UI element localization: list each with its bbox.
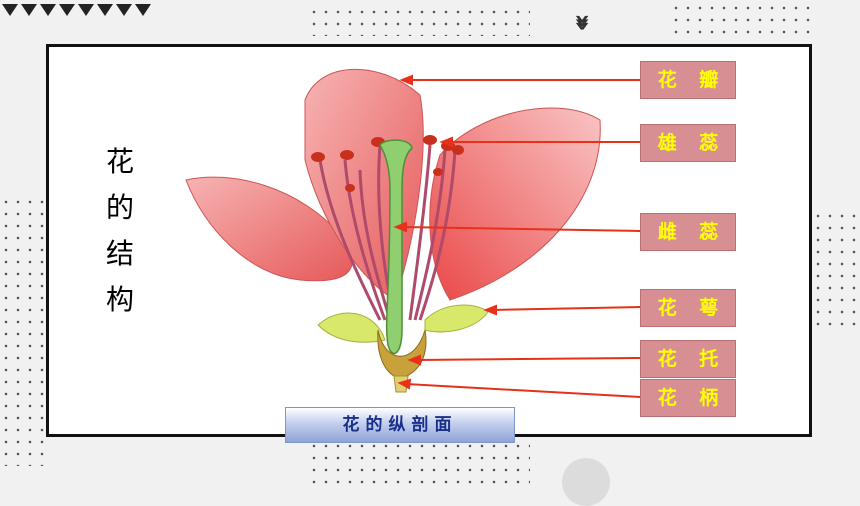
flower-cross-section-illustration xyxy=(185,68,641,398)
caption-longitudinal-section: 花的纵剖面 xyxy=(285,407,515,443)
dot-grid-decoration xyxy=(670,2,810,42)
label-petal: 花 瓣 xyxy=(640,61,736,99)
title-char: 结 xyxy=(105,239,134,270)
label-stamen: 雄 蕊 xyxy=(640,124,736,162)
dot-grid-decoration xyxy=(0,196,46,466)
title-char: 花 xyxy=(105,147,134,178)
title-char: 的 xyxy=(105,193,134,224)
sepal-left xyxy=(317,312,386,343)
vertical-title: 花 的 结 构 xyxy=(100,140,140,324)
petal-left xyxy=(185,176,353,282)
triangle-row-decoration xyxy=(2,4,151,16)
petal-right xyxy=(429,107,601,301)
title-char: 构 xyxy=(105,285,134,316)
stamens xyxy=(318,144,457,321)
anthers xyxy=(311,135,464,192)
label-receptacle: 花 托 xyxy=(640,340,736,378)
label-sepal: 花 萼 xyxy=(640,289,736,327)
label-pedicel: 花 柄 xyxy=(640,379,736,417)
label-pistil: 雌 蕊 xyxy=(640,213,736,251)
pointer-arrows xyxy=(393,74,641,398)
dot-grid-decoration xyxy=(308,6,530,36)
pistil xyxy=(379,139,413,355)
receptacle xyxy=(377,329,427,379)
dot-grid-decoration xyxy=(812,210,860,330)
sepal-right xyxy=(424,304,489,333)
dot-grid-decoration xyxy=(308,440,530,484)
